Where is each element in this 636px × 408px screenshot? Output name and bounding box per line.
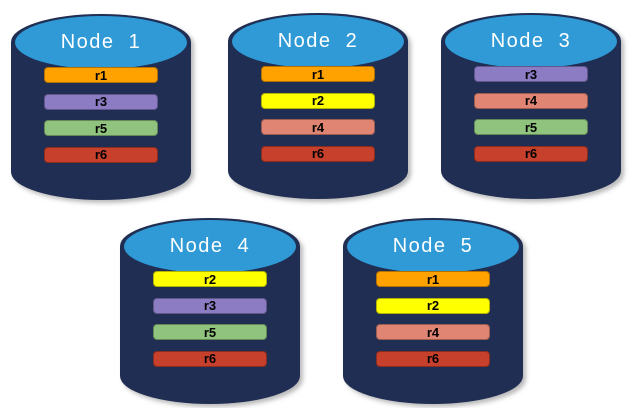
database-cylinder-top: Node 5	[347, 220, 519, 273]
replica-bar: r5	[474, 119, 588, 135]
database-cylinder-top: Node 1	[15, 16, 187, 69]
replica-bar: r6	[153, 350, 267, 367]
replica-bar: r5	[153, 324, 267, 340]
replica-label: r4	[311, 119, 325, 135]
node-title: Node 1	[60, 31, 142, 53]
replica-bar: r1	[261, 66, 375, 82]
replica-bar: r4	[474, 92, 588, 109]
replica-bar: r3	[474, 66, 588, 82]
replica-list: r1 r2 r4 r6	[261, 66, 375, 162]
replica-label: r1	[311, 66, 325, 82]
node-4-cylinder: Node 4 r2 r3 r5 r6	[120, 218, 300, 404]
database-cylinder-top: Node 3	[445, 15, 617, 68]
replica-label: r5	[203, 324, 217, 340]
replica-label: r2	[311, 93, 325, 108]
replica-bar: r6	[376, 350, 490, 367]
node-title: Node 2	[277, 30, 359, 52]
replica-label: r3	[524, 66, 538, 82]
replica-label: r6	[94, 147, 108, 162]
replica-label: r3	[94, 94, 108, 109]
replica-bar: r2	[376, 297, 490, 314]
replica-label: r3	[203, 298, 217, 313]
database-cylinder-top: Node 2	[232, 15, 404, 68]
replica-bar: r1	[376, 271, 490, 287]
replica-bar: r6	[44, 146, 158, 163]
replica-bar: r2	[153, 271, 267, 287]
node-title: Node 3	[490, 30, 572, 52]
replica-label: r2	[426, 298, 440, 313]
replica-label: r2	[203, 271, 217, 287]
replica-label: r6	[426, 351, 440, 366]
replica-bar: r4	[261, 119, 375, 135]
node-2-cylinder: Node 2 r1 r2 r4 r6	[228, 13, 408, 199]
replica-bar: r4	[376, 324, 490, 340]
database-cylinder-top: Node 4	[124, 220, 296, 273]
replica-list: r1 r3 r5 r6	[44, 67, 158, 163]
replica-bar: r5	[44, 120, 158, 136]
node-3-cylinder: Node 3 r3 r4 r5 r6	[441, 13, 621, 199]
replica-label: r6	[203, 351, 217, 366]
replica-label: r4	[524, 93, 538, 108]
replica-label: r6	[311, 146, 325, 161]
replica-label: r5	[94, 120, 108, 136]
node-1-cylinder: Node 1 r1 r3 r5 r6	[11, 14, 191, 200]
replica-label: r1	[426, 271, 440, 287]
replica-list: r2 r3 r5 r6	[153, 271, 267, 367]
replica-list: r1 r2 r4 r6	[376, 271, 490, 367]
node-5-cylinder: Node 5 r1 r2 r4 r6	[343, 218, 523, 404]
replica-bar: r2	[261, 92, 375, 109]
replica-bar: r3	[153, 297, 267, 314]
replica-label: r6	[524, 146, 538, 161]
node-title: Node 5	[392, 235, 474, 257]
replica-label: r1	[94, 67, 108, 83]
replica-bar: r3	[44, 93, 158, 110]
replica-bar: r6	[261, 145, 375, 162]
replica-label: r4	[426, 324, 440, 340]
replica-bar: r6	[474, 145, 588, 162]
node-title: Node 4	[169, 235, 251, 257]
replica-label: r5	[524, 119, 538, 135]
replica-list: r3 r4 r5 r6	[474, 66, 588, 162]
replica-bar: r1	[44, 67, 158, 83]
